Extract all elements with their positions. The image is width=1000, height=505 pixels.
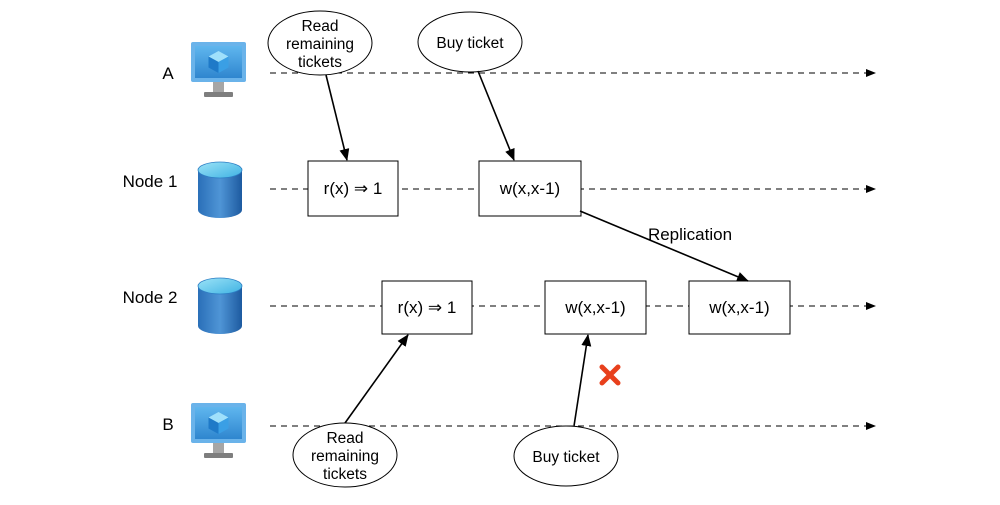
arrow-a-read-to-node1 — [325, 74, 350, 161]
database-cylinder-icon — [197, 277, 243, 334]
a-buy-label: Buy ticket — [436, 35, 504, 52]
a-read-request-bubble: Read remaining tickets — [267, 10, 373, 76]
b-read-request-bubble: Read remaining tickets — [292, 422, 398, 488]
node1-read-box: r(x) ⇒ 1 — [307, 160, 399, 217]
arrow-b-buy-to-node2 — [573, 334, 592, 427]
node2-replicated-write-label: w(x,x-1) — [708, 298, 769, 317]
node2-read-box: r(x) ⇒ 1 — [381, 280, 473, 335]
arrow-a-buy-to-node1 — [477, 70, 515, 161]
a-read-line-1: Read — [301, 18, 338, 35]
b-read-line-1: Read — [326, 430, 363, 447]
lane-label-node1: Node 1 — [123, 172, 178, 191]
a-read-line-3: tickets — [298, 54, 342, 71]
b-read-line-2: remaining — [311, 448, 379, 465]
node1-write-label: w(x,x-1) — [499, 179, 560, 198]
b-read-line-3: tickets — [323, 466, 367, 483]
lane-label-a: A — [162, 64, 174, 83]
a-read-line-2: remaining — [286, 36, 354, 53]
b-buy-request-bubble: Buy ticket — [513, 425, 619, 487]
node2-write-label: w(x,x-1) — [564, 298, 625, 317]
a-buy-request-bubble: Buy ticket — [417, 11, 523, 73]
arrow-b-read-to-node2 — [344, 334, 409, 424]
node2-write-box: w(x,x-1) — [544, 280, 647, 335]
node2-replicated-write-box: w(x,x-1) — [688, 280, 791, 335]
replication-label: Replication — [648, 225, 732, 244]
lane-label-node2: Node 2 — [123, 288, 178, 307]
database-cylinder-icon — [197, 161, 243, 218]
monitor-cube-icon — [191, 42, 246, 97]
lane-label-b: B — [162, 415, 173, 434]
replication-arrow — [579, 210, 749, 282]
node1-read-label: r(x) ⇒ 1 — [324, 179, 383, 198]
red-x-icon — [599, 364, 621, 386]
monitor-cube-icon — [191, 403, 246, 458]
node2-read-label: r(x) ⇒ 1 — [398, 298, 457, 317]
node1-write-box: w(x,x-1) — [478, 160, 582, 217]
b-buy-label: Buy ticket — [532, 449, 600, 466]
